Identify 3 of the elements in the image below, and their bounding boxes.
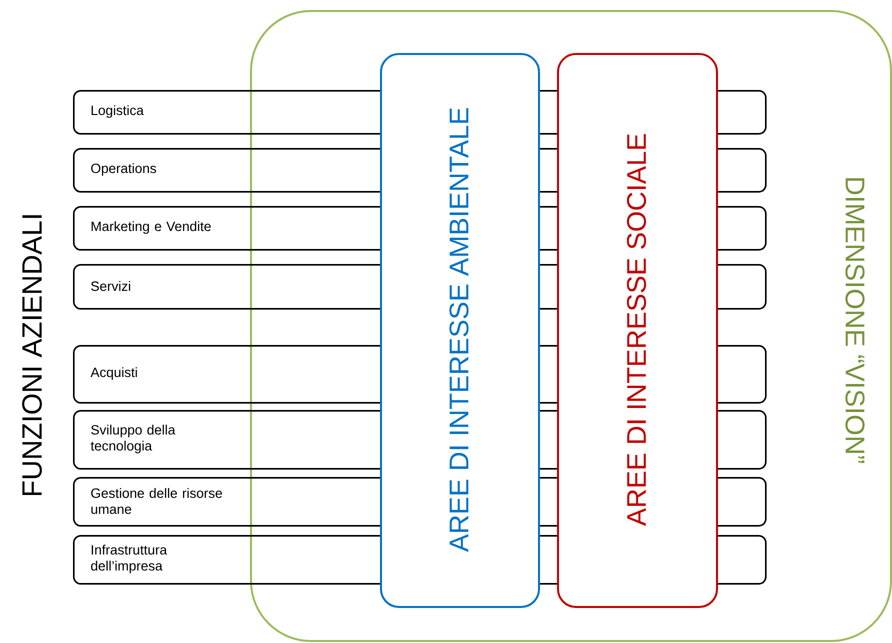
area-column: AREE DI INTERESSE AMBIENTALE xyxy=(380,53,540,608)
side-label: FUNZIONI AZIENDALI xyxy=(22,215,42,496)
area-column: AREE DI INTERESSE SOCIALE xyxy=(557,53,718,608)
